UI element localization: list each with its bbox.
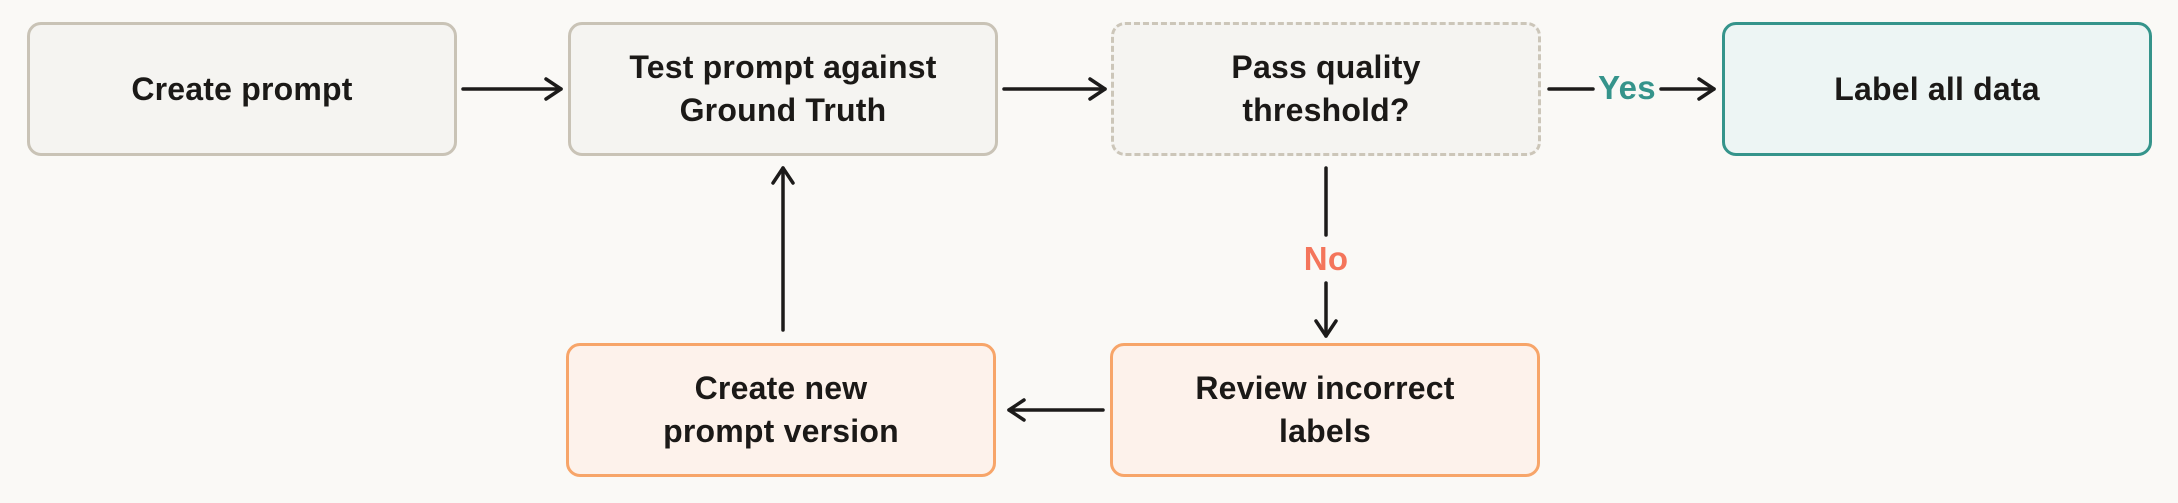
node-create-prompt: Create prompt: [27, 22, 457, 156]
arrow-review-to-newversion: [1007, 398, 1105, 422]
node-pass-quality-threshold: Pass quality threshold?: [1111, 22, 1541, 156]
edge-label-yes: Yes: [1598, 69, 1656, 106]
node-create-new-prompt-version: Create new prompt version: [566, 343, 996, 477]
arrow-test-to-decision: [1002, 77, 1107, 101]
arrow-create-to-test: [461, 77, 563, 101]
node-label-all-data: Label all data: [1722, 22, 2152, 156]
node-review-incorrect-labels: Review incorrect labels: [1110, 343, 1540, 477]
node-test-prompt-against-ground-truth: Test prompt against Ground Truth: [568, 22, 998, 156]
arrow-newversion-to-test: [771, 166, 795, 332]
edge-label-no: No: [1303, 240, 1349, 277]
